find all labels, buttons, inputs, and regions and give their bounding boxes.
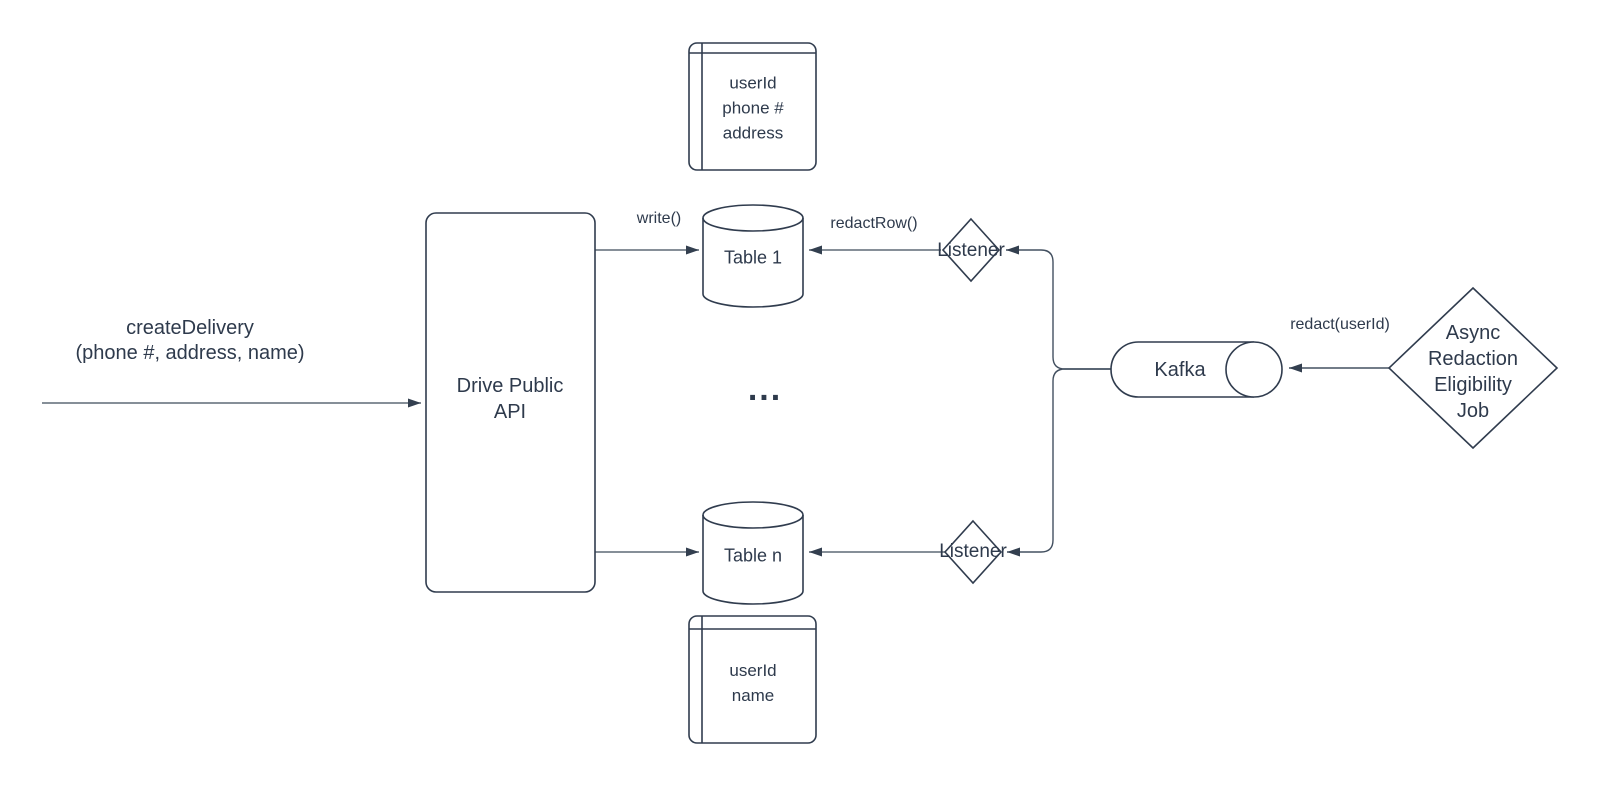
card-bottom-label: userId name [729, 661, 777, 705]
card-top-label: userId phone # address [722, 73, 784, 143]
redact-row-edge-label: redactRow() [830, 215, 918, 232]
table-1-cylinder [702, 204, 804, 308]
listener-top-diamond [941, 217, 1001, 283]
async-redaction-job-diamond [1387, 286, 1559, 450]
write-edge-label: write() [636, 210, 682, 227]
kafka-label: Kafka [1154, 359, 1206, 381]
drive-public-api-label: Drive Public API [456, 375, 564, 423]
table-n-label: Table n [723, 545, 783, 566]
kafka-cylinder [1110, 341, 1283, 398]
create-delivery-label: createDelivery (phone #, address, name) [75, 317, 305, 364]
listener-bottom-diamond [943, 519, 1003, 585]
redact-userid-edge-label: redact(userId) [1290, 316, 1390, 333]
listener-bottom-label: Listener [939, 541, 1007, 562]
ellipsis-label: ... [747, 370, 783, 408]
kafka-to-listener-bottom-arrow [1007, 368, 1111, 557]
drive-public-api-box [425, 212, 596, 593]
listener-top-label: Listener [937, 240, 1005, 261]
table-n-cylinder [702, 501, 804, 605]
kafka-to-listener-top-arrow [1006, 245, 1111, 370]
table-1-label: Table 1 [723, 247, 783, 268]
async-redaction-job-label: Async Redaction Eligibility Job [1427, 322, 1519, 422]
card-bottom-shape [688, 615, 817, 744]
card-top-shape [688, 42, 817, 171]
